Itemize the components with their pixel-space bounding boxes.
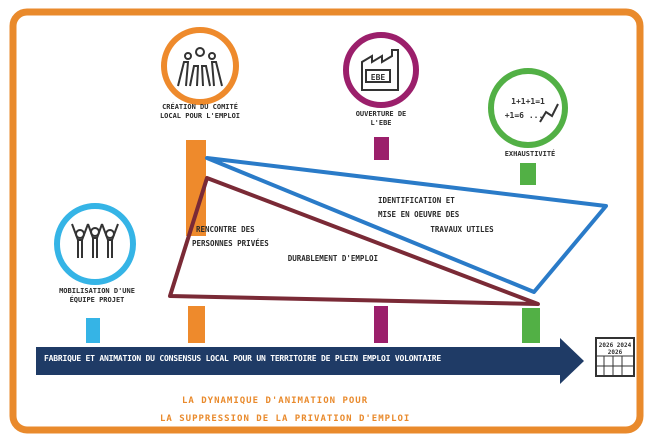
factory-icon: EBE — [343, 32, 419, 108]
arrow-label: Fabrique et animation du consensus local… — [44, 354, 442, 363]
lower-triangle-text: Rencontre des personnes privées durablem… — [188, 223, 378, 266]
caption-line-1: La dynamique d'animation pour — [182, 396, 369, 406]
chart-rising-icon: 1+1+1=1 +1=6 ... — [488, 68, 568, 148]
people-cheering-icon — [54, 203, 136, 285]
calendar-icon: 2026 2024 2026 — [595, 337, 635, 377]
caption-line-2: la suppression de la privation d'emploi — [160, 414, 411, 424]
stem-green-top — [520, 163, 536, 185]
calendar-text-2: 2026 — [608, 349, 623, 356]
lower-text-line-3: durablement d'emploi — [287, 253, 378, 263]
stem-purple-bottom — [374, 306, 388, 343]
upper-triangle — [205, 156, 608, 294]
lower-triangle — [168, 176, 540, 306]
upper-text-line-1: Identification et — [378, 196, 455, 205]
upper-text-line-2: mise en oeuvre des — [378, 210, 460, 220]
lower-text-line-1: Rencontre des — [196, 225, 255, 234]
hands-raised-icon — [161, 27, 239, 105]
stem-orange-top — [186, 140, 206, 236]
calendar-text-1: 2026 2024 — [599, 342, 632, 349]
stage-label-exhaustivite: Exhaustivité — [504, 150, 556, 158]
lower-text-line-2: personnes privées — [192, 239, 269, 249]
stem-orange-bottom — [188, 306, 205, 343]
stem-blue — [86, 318, 100, 343]
stem-purple-top — [374, 137, 389, 160]
stage-label-mobilisation: Mobilisation d'une équipe projet — [59, 287, 135, 304]
upper-text-line-3: travaux utiles — [430, 224, 494, 234]
outer-frame — [9, 8, 644, 434]
stage-label-comite: Création du comité local pour l'emploi — [159, 103, 241, 120]
chart-icon-text-1: 1+1+1=1 — [511, 97, 545, 106]
upper-triangle-text: Identification et mise en oeuvre des tra… — [372, 194, 552, 237]
factory-icon-text: EBE — [371, 73, 386, 82]
stage-label-ebe: Ouverture de l'EBE — [355, 110, 407, 127]
main-arrow — [36, 338, 584, 384]
stem-green-bottom — [522, 308, 540, 343]
chart-icon-text-2: +1=6 ... — [505, 111, 544, 120]
